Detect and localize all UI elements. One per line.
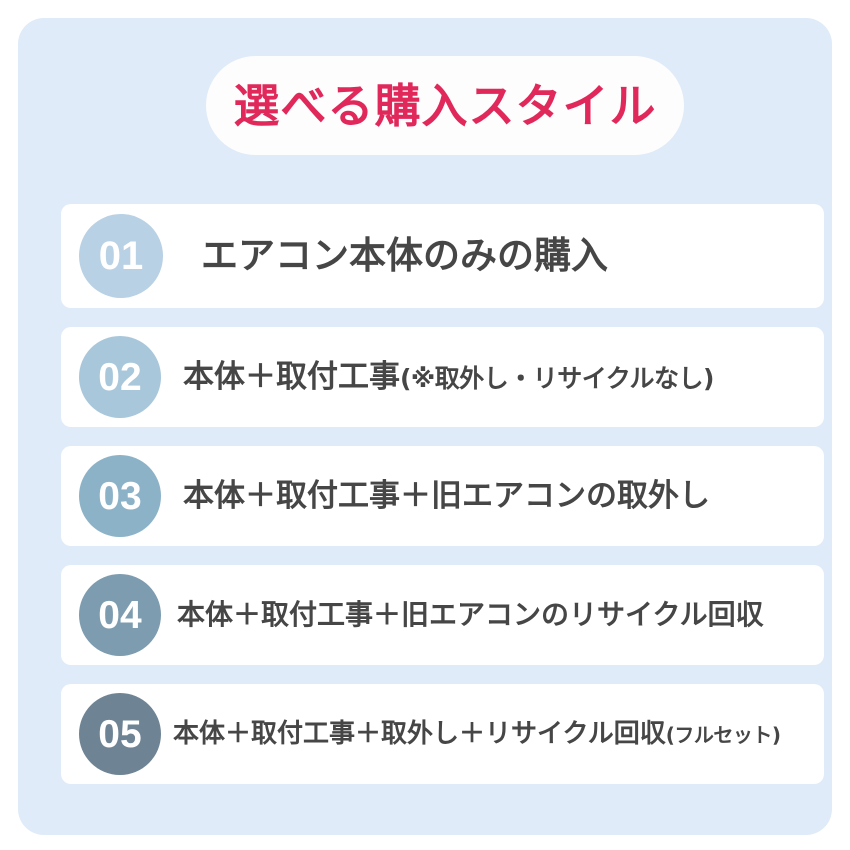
option-label-main: 本体＋取付工事＋取外し＋リサイクル回収	[173, 718, 666, 749]
title-pill: 選べる購入スタイル	[206, 56, 684, 155]
list-item[interactable]: 04 本体＋取付工事＋旧エアコンのリサイクル回収	[61, 565, 824, 665]
option-label: 本体＋取付工事 (※取外し・リサイクルなし)	[183, 360, 824, 394]
purchase-style-list: 01 エアコン本体のみの購入 02 本体＋取付工事 (※取外し・リサイクルなし)…	[61, 204, 824, 784]
option-label: 本体＋取付工事＋旧エアコンの取外し	[183, 479, 824, 513]
option-number-badge: 01	[79, 214, 163, 298]
option-label-main: 本体＋取付工事	[183, 358, 400, 395]
option-label: エアコン本体のみの購入	[201, 233, 824, 277]
option-label-main: 本体＋取付工事＋旧エアコンの取外し	[183, 477, 710, 514]
page-title: 選べる購入スタイル	[233, 78, 657, 133]
option-label-note: (※取外し・リサイクルなし)	[400, 363, 714, 393]
option-label-note: (フルセット)	[665, 722, 781, 747]
option-number-badge: 02	[79, 336, 161, 418]
option-label: 本体＋取付工事＋取外し＋リサイクル回収 (フルセット)	[173, 720, 824, 749]
option-label-main: 本体＋取付工事＋旧エアコンのリサイクル回収	[177, 597, 764, 631]
list-item[interactable]: 01 エアコン本体のみの購入	[61, 204, 824, 308]
option-label-main: エアコン本体のみの購入	[201, 233, 608, 277]
option-number-badge: 04	[79, 574, 161, 656]
option-number-badge: 05	[79, 693, 161, 775]
options-panel: 選べる購入スタイル 01 エアコン本体のみの購入 02 本体＋取付工事 (※取外…	[18, 18, 832, 835]
list-item[interactable]: 02 本体＋取付工事 (※取外し・リサイクルなし)	[61, 327, 824, 427]
list-item[interactable]: 03 本体＋取付工事＋旧エアコンの取外し	[61, 446, 824, 546]
option-number-badge: 03	[79, 455, 161, 537]
list-item[interactable]: 05 本体＋取付工事＋取外し＋リサイクル回収 (フルセット)	[61, 684, 824, 784]
option-label: 本体＋取付工事＋旧エアコンのリサイクル回収	[177, 597, 824, 631]
